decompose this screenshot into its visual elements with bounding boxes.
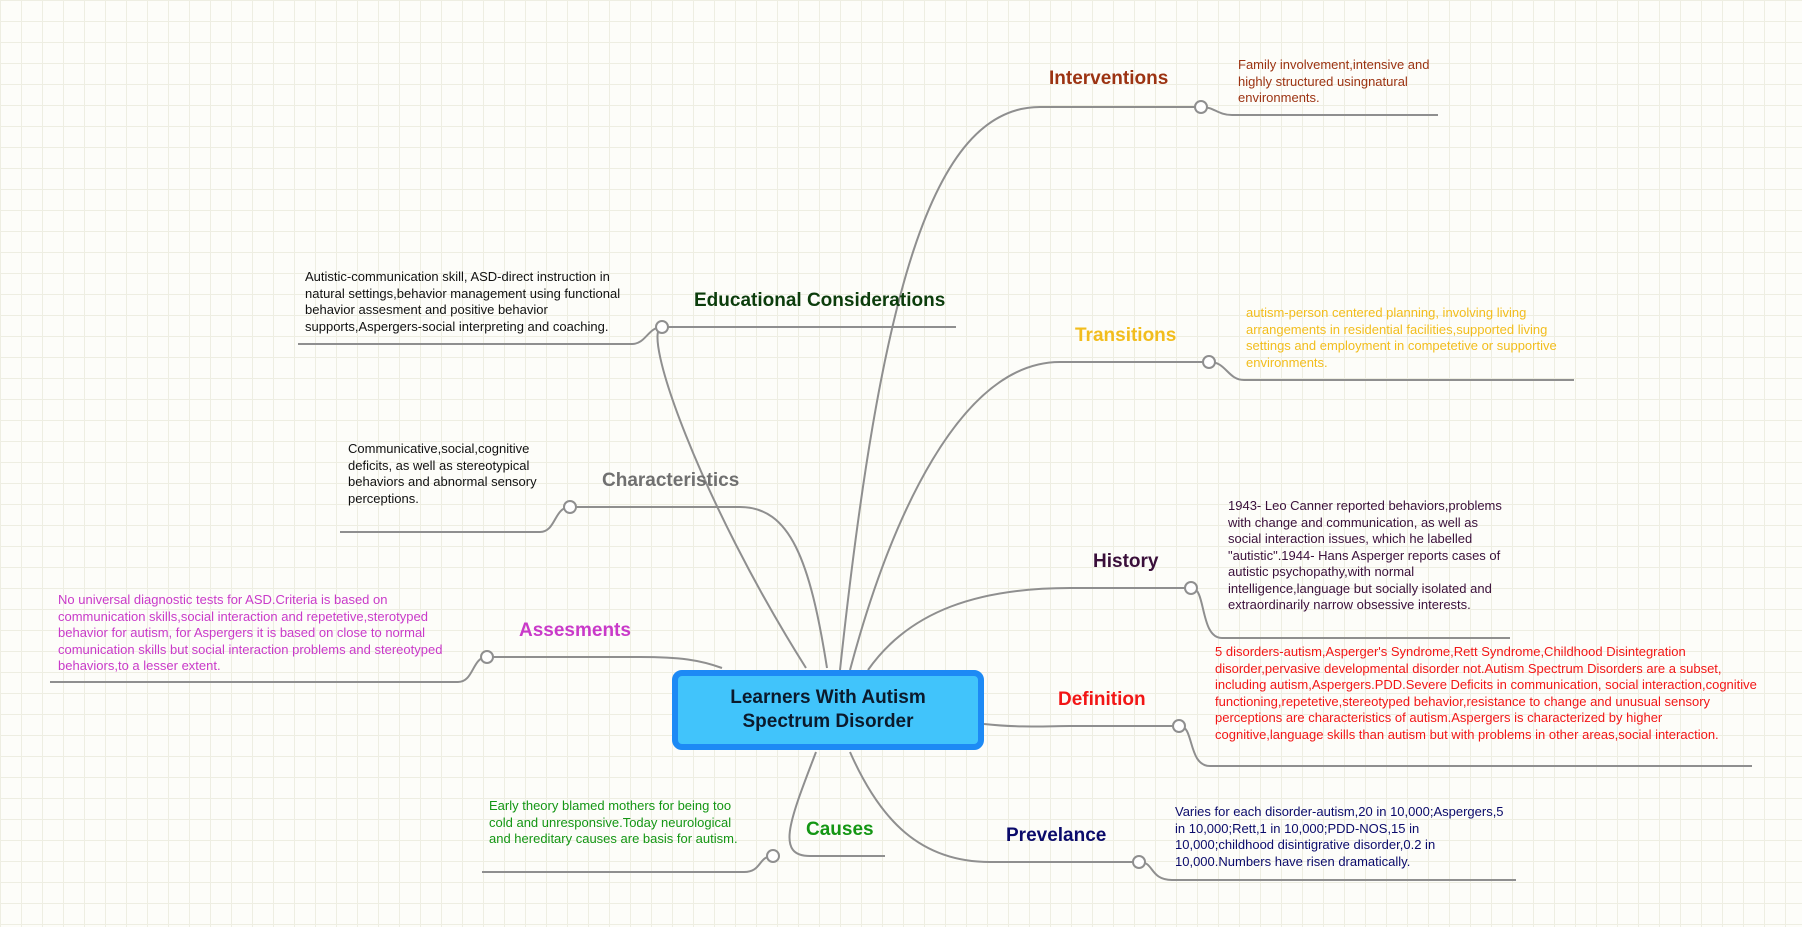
- collapse-handle-assesments: [480, 650, 494, 664]
- central-topic[interactable]: Learners With Autism Spectrum Disorder: [672, 670, 984, 750]
- link-transitions: [849, 361, 1208, 671]
- branch-educational-considerations[interactable]: Educational Considerations: [694, 290, 946, 311]
- note-educational-considerations: Autistic-communication skill, ASD-direct…: [305, 269, 621, 334]
- branch-prevelance[interactable]: Prevelance: [1006, 825, 1107, 846]
- branch-interventions[interactable]: Interventions: [1049, 68, 1169, 89]
- note-causes: Early theory blamed mothers for being to…: [489, 798, 738, 846]
- collapse-handle-transitions: [1202, 355, 1216, 369]
- branch-transitions[interactable]: Transitions: [1075, 325, 1177, 346]
- note-history: 1943- Leo Canner reported behaviors,prob…: [1228, 498, 1502, 612]
- link-interventions: [839, 106, 1200, 671]
- branch-definition[interactable]: Definition: [1058, 689, 1146, 710]
- collapse-handle-educational: [655, 320, 669, 334]
- collapse-handle-definition: [1172, 719, 1186, 733]
- link-characteristics: [570, 506, 828, 669]
- note-interventions: Family involvement,intensive and highly …: [1238, 57, 1430, 105]
- note-definition: 5 disorders-autism,Asperger's Syndrome,R…: [1215, 644, 1757, 742]
- note-transitions: autism-person centered planning, involvi…: [1246, 305, 1557, 370]
- note-prevelance: Varies for each disorder-autism,20 in 10…: [1175, 804, 1504, 869]
- underline-characteristics: [340, 506, 571, 533]
- collapse-handle-causes: [766, 849, 780, 863]
- link-prevelance: [849, 751, 1138, 863]
- link-definition: [983, 723, 1178, 728]
- collapse-handle-interventions: [1194, 100, 1208, 114]
- branch-causes[interactable]: Causes: [806, 819, 874, 840]
- branch-characteristics[interactable]: Characteristics: [602, 470, 740, 491]
- collapse-handle-prevelance: [1132, 855, 1146, 869]
- note-assesments: No universal diagnostic tests for ASD.Cr…: [58, 592, 443, 673]
- link-history: [867, 587, 1190, 671]
- link-causes: [788, 751, 885, 857]
- underline-interventions: [1201, 106, 1438, 116]
- note-characteristics: Communicative,social,cognitive deficits,…: [348, 441, 537, 506]
- branch-assesments[interactable]: Assesments: [519, 620, 631, 641]
- underline-causes: [482, 855, 774, 873]
- link-assesments: [487, 656, 723, 669]
- branch-history[interactable]: History: [1093, 551, 1159, 572]
- collapse-handle-history: [1184, 581, 1198, 595]
- collapse-handle-characteristics: [563, 500, 577, 514]
